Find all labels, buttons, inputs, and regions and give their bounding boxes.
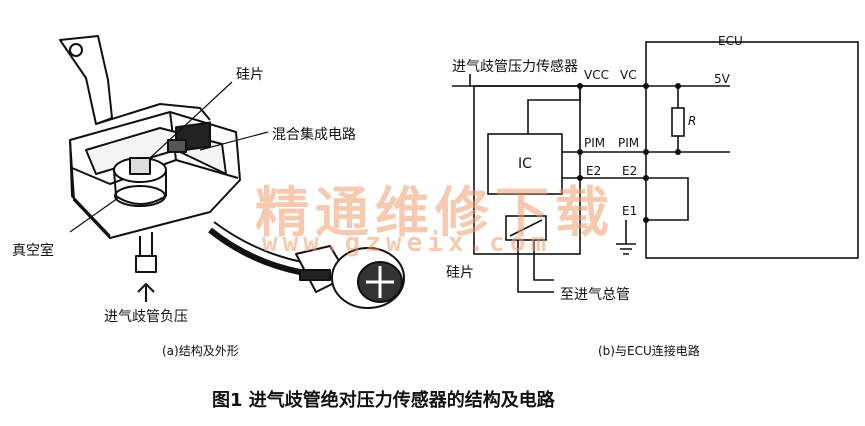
ecu-circuit-diagram <box>452 41 859 293</box>
label-vcc: VCC <box>584 68 609 82</box>
label-sensor: 进气歧管压力传感器 <box>452 59 578 75</box>
label-vacuum-chamber: 真空室 <box>12 243 54 259</box>
label-5v: 5V <box>714 72 730 86</box>
label-r: R <box>688 114 697 128</box>
label-e2-right: E2 <box>622 164 638 178</box>
label-e2-left: E2 <box>586 164 602 178</box>
label-e1: E1 <box>622 204 638 218</box>
sensor-structure-drawing <box>59 35 405 309</box>
label-vc: VC <box>620 68 637 82</box>
watermark-url: www.gzweix.com <box>262 228 552 258</box>
label-to-intake: 至进气总管 <box>560 287 630 303</box>
label-silicon-chip-left: 硅片 <box>236 67 264 83</box>
label-intake-pressure: 进气歧管负压 <box>104 309 188 325</box>
label-pim-left: PIM <box>584 136 606 150</box>
label-ecu: ECU <box>718 34 743 48</box>
label-ic: IC <box>518 156 532 172</box>
label-pim-right: PIM <box>618 136 640 150</box>
caption-right: (b)与ECU连接电路 <box>598 344 700 358</box>
watermark-text: 精通维修下载 <box>255 180 615 244</box>
caption-left: (a)结构及外形 <box>162 344 239 358</box>
label-silicon-chip-right: 硅片 <box>446 265 474 281</box>
figure-title: 图1 进气歧管绝对压力传感器的结构及电路 <box>212 390 555 411</box>
label-hybrid-ic: 混合集成电路 <box>272 127 356 143</box>
